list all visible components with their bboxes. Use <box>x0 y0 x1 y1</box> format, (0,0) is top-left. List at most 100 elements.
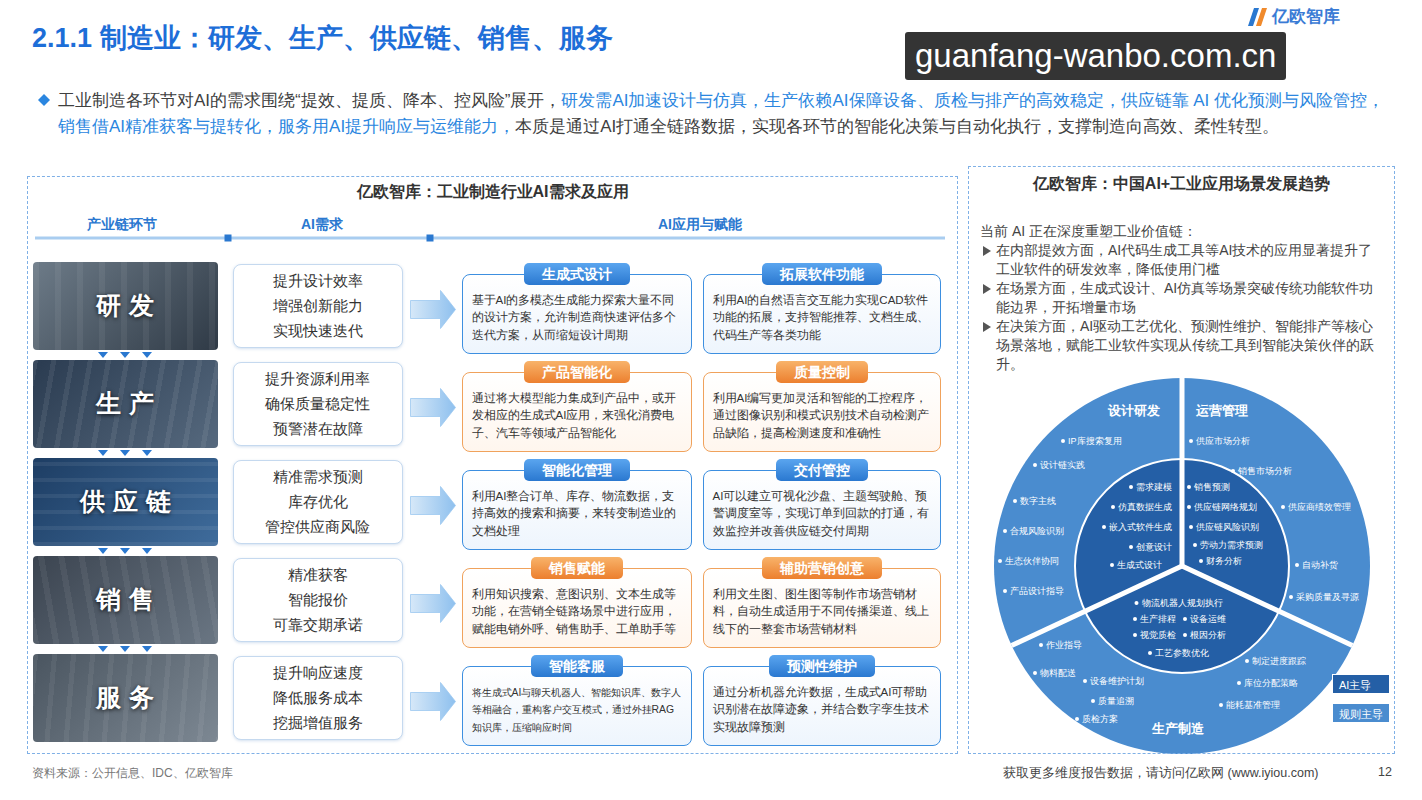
need-box: 精准获客智能报价可靠交期承诺 <box>233 558 403 642</box>
item-dot <box>1187 485 1191 489</box>
flow-chevron <box>98 352 108 358</box>
application-box: 智能客服将生成式AI与聊天机器人、智能知识库、数字人等相融合，重构客户交互模式，… <box>462 666 692 746</box>
item-dot <box>1295 563 1299 567</box>
pie-dots <box>998 439 1299 721</box>
trend-bullet: 在决策方面，AI驱动工艺优化、预测性维护、智能排产等核心场景落地，赋能工业软件实… <box>980 317 1385 374</box>
item-dot <box>1183 617 1187 621</box>
application-description: 利用AI编写更加灵活和智能的工控程序，通过图像识别和模式识别技术自动检测产品缺陷… <box>704 373 940 447</box>
need-item: 提升资源利用率 <box>234 366 402 391</box>
stage-name: 销售 <box>88 583 162 616</box>
application-box: 产品智能化通过将大模型能力集成到产品中，或开发相应的生成式AI应用，来强化消费电… <box>462 372 692 452</box>
stage-name: 生产 <box>88 387 162 420</box>
legend-swatch: AI主导 <box>1332 674 1390 694</box>
flow-chevron <box>98 450 108 456</box>
need-box: 提升响应速度降低服务成本挖掘增值服务 <box>233 656 403 740</box>
need-box: 提升设计效率增强创新能力实现快速迭代 <box>233 264 403 348</box>
scenario-item: 能耗基准管理 <box>1226 700 1280 710</box>
flow-chevron <box>142 646 152 652</box>
need-item: 增强创新能力 <box>234 293 402 318</box>
flow-arrow <box>411 487 456 525</box>
header-line <box>35 237 945 240</box>
scenario-item: 供应链网络规划 <box>1194 502 1257 512</box>
application-box: 拓展软件功能利用AI的自然语言交互能力实现CAD软件功能的拓展，支持智能推荐、文… <box>703 274 941 354</box>
stage-image-box: 供应链 <box>33 458 218 546</box>
item-dot <box>1033 463 1037 467</box>
legend-text: AI主导 <box>1339 679 1371 691</box>
bullet-arrow <box>983 322 991 332</box>
application-tab: 拓展软件功能 <box>762 263 882 285</box>
panel-heading: 亿欧智库：工业制造行业AI需求及应用 <box>28 182 957 203</box>
need-item: 智能报价 <box>234 587 402 612</box>
stage-image-box: 研发 <box>33 262 218 350</box>
item-dot <box>1003 529 1007 533</box>
scenario-item: 物料配送 <box>1040 668 1076 678</box>
item-dot <box>1199 559 1203 563</box>
scenario-item: 合规风险识别 <box>1010 526 1064 536</box>
footer-link: 获取更多维度报告数据，请访问亿欧网 (www.iyiou.com) <box>1003 765 1318 782</box>
scenario-item: 视觉质检 <box>1140 630 1176 640</box>
item-dot <box>1189 439 1193 443</box>
scenario-item: 质量追溯 <box>1098 696 1134 706</box>
trend-text-block: 当前 AI 正在深度重塑工业价值链：在内部提效方面，AI代码生成工具等AI技术的… <box>980 222 1385 374</box>
application-tab: 辅助营销创意 <box>762 557 882 579</box>
item-dot <box>1183 633 1187 637</box>
logo-text: 亿欧智库 <box>1272 5 1340 28</box>
scenario-item: 供应商绩效管理 <box>1288 502 1351 512</box>
scenario-item: 设备维护计划 <box>1090 676 1144 686</box>
logo-icon <box>1248 8 1267 26</box>
need-item: 提升响应速度 <box>234 660 402 685</box>
scenario-item: 设计链实践 <box>1040 460 1085 470</box>
item-dot <box>1129 485 1133 489</box>
scenario-item: 销售市场分析 <box>1238 466 1292 476</box>
page-number: 12 <box>1378 765 1392 779</box>
stage-name: 供应链 <box>72 485 179 518</box>
item-dot <box>1219 703 1223 707</box>
application-description: 利用AI的自然语言交互能力实现CAD软件功能的拓展，支持智能推荐、文档生成、代码… <box>704 275 940 349</box>
item-dot <box>1013 499 1017 503</box>
application-tab: 交付管控 <box>776 459 868 481</box>
item-dot <box>1102 525 1106 529</box>
flow-chevron <box>120 548 130 554</box>
item-dot <box>1129 545 1133 549</box>
application-description: 基于AI的多模态生成能力探索大量不同的设计方案，允许制造商快速评估多个迭代方案，… <box>463 275 691 349</box>
application-box: 预测性维护通过分析机器允许数据，生成式AI可帮助识别潜在故障迹象，并结合数字孪生… <box>703 666 941 746</box>
scenario-item: 创意设计 <box>1136 542 1172 552</box>
scenario-item: 需求建模 <box>1136 482 1172 492</box>
legend-swatch: 规则主导 <box>1332 703 1390 723</box>
section-panel: 亿欧智库：工业制造行业AI需求及应用研发提升设计效率增强创新能力实现快速迭代生成… <box>27 176 958 754</box>
item-dot <box>1075 717 1079 721</box>
item-dot <box>1111 505 1115 509</box>
application-box: 辅助营销创意利用文生图、图生图等制作市场营销材料，自动生成适用于不同传播渠道、线… <box>703 568 941 648</box>
need-item: 挖掘增值服务 <box>234 710 402 735</box>
item-dot <box>1135 601 1139 605</box>
need-item: 管控供应商风险 <box>234 514 402 539</box>
column-header: AI应用与赋能 <box>658 216 742 234</box>
item-dot <box>1033 671 1037 675</box>
need-item: 确保质量稳定性 <box>234 391 402 416</box>
flow-chevron <box>142 352 152 358</box>
item-dot <box>1039 643 1043 647</box>
trend-bullet: 在场景方面，生成式设计、AI仿真等场景突破传统功能软件功能边界，开拓增量市场 <box>980 279 1385 317</box>
logo-bar <box>1256 8 1267 26</box>
column-header-rule <box>35 235 945 242</box>
scenario-item: 生态伙伴协同 <box>1005 556 1059 566</box>
item-dot <box>1133 633 1137 637</box>
application-tab: 预测性维护 <box>769 655 875 677</box>
application-description: 将生成式AI与聊天机器人、智能知识库、数字人等相融合，重构客户交互模式，通过外挂… <box>463 667 691 741</box>
need-box: 提升资源利用率确保质量稳定性预警潜在故障 <box>233 362 403 446</box>
item-dot <box>1281 505 1285 509</box>
flow-chevron <box>98 646 108 652</box>
header-marker <box>225 235 232 242</box>
need-item: 降低服务成本 <box>234 685 402 710</box>
need-box: 精准需求预测库存优化管控供应商风险 <box>233 460 403 544</box>
scenario-pie <box>994 378 1370 754</box>
scenario-item: 设备运维 <box>1190 614 1226 624</box>
need-item: 实现快速迭代 <box>234 318 402 343</box>
flow-arrow <box>411 683 456 721</box>
application-box: 交付管控AI可以建立可视化沙盘、主题驾驶舱、预警调度室等，实现订单到回款的打通，… <box>703 470 941 550</box>
bullet-arrow <box>983 284 991 294</box>
flow-chevron <box>142 548 152 554</box>
watermark: guanfang-wanbo.com.cn <box>905 32 1286 80</box>
intro-text: 工业制造各环节对AI的需求围绕“提效、提质、降本、控风险”展开， <box>58 91 561 110</box>
